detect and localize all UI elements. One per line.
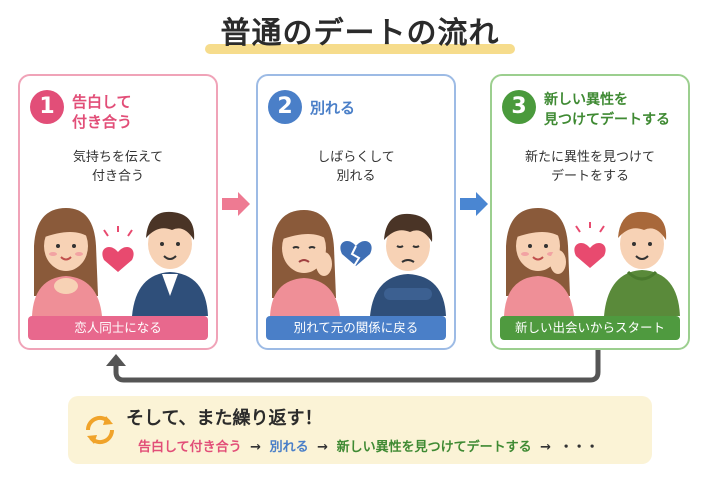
- sequence-arrow: →: [250, 440, 262, 455]
- step-description-line: 付き合う: [91, 169, 144, 184]
- heart-icon: [574, 242, 606, 268]
- step-number-badge: 2: [268, 90, 302, 124]
- step-result-label: 新しい出会いからスタート: [500, 316, 680, 340]
- step-heading: 新しい異性を 見つけてデートする: [544, 90, 686, 130]
- step-description-line: デートをする: [550, 169, 629, 184]
- new-couple-illustration: [504, 208, 680, 316]
- step-number-badge: 1: [30, 90, 64, 124]
- step-heading-line: 付き合う: [72, 113, 133, 131]
- loop-back-arrow-icon: [106, 350, 601, 383]
- step-heading-line: 告白して: [72, 93, 132, 111]
- step-heading-line: 別れる: [310, 99, 356, 117]
- step-result-label: 恋人同士になる: [28, 316, 208, 340]
- step-description-line: 新たに異性を見つけて: [524, 150, 655, 165]
- step-card-3: 3 新しい異性を 見つけてデートする 新たに異性を見つけて デートをする 新しい…: [490, 74, 690, 350]
- step-description: 新たに異性を見つけて デートをする: [492, 148, 688, 186]
- breakup-illustration: [270, 210, 446, 316]
- step-heading: 告白して 付き合う: [72, 92, 214, 132]
- sequence-arrow: →: [540, 440, 552, 455]
- heart-icon: [102, 246, 134, 272]
- sequence-step-1: 告白して付き合う: [138, 440, 242, 455]
- step-heading-line: 見つけてデートする: [544, 112, 670, 128]
- cycle-icon: [85, 415, 115, 445]
- step-description-line: 気持ちを伝えて: [72, 150, 164, 165]
- repeat-summary-box: そして、また繰り返す！ 告白して付き合う → 別れる → 新しい異性を見つけてデ…: [68, 396, 652, 464]
- repeat-sequence: 告白して付き合う → 別れる → 新しい異性を見つけてデートする → ・・・: [138, 436, 599, 455]
- arrow-right-icon: [460, 192, 488, 216]
- step-description-line: しばらくして: [317, 150, 395, 165]
- step-result-label: 別れて元の関係に戻る: [266, 316, 446, 340]
- step-description: しばらくして 別れる: [258, 148, 454, 186]
- step-heading: 別れる: [310, 98, 452, 118]
- step-card-2: 2 別れる しばらくして 別れる 別れて元の関係に戻る: [256, 74, 456, 350]
- sequence-ellipsis: ・・・: [559, 440, 599, 455]
- page-title: 普通のデートの流れ: [220, 16, 500, 51]
- step-description: 気持ちを伝えて 付き合う: [20, 148, 216, 186]
- couple-in-love-illustration: [32, 208, 208, 316]
- sequence-step-3: 新しい異性を見つけてデートする: [336, 440, 532, 455]
- step-number-badge: 3: [502, 90, 536, 124]
- arrow-right-icon: [222, 192, 250, 216]
- sequence-arrow: →: [317, 440, 329, 455]
- step-card-1: 1 告白して 付き合う 気持ちを伝えて 付き合う 恋人同士になる: [18, 74, 218, 350]
- broken-heart-icon: [340, 240, 372, 266]
- repeat-title: そして、また繰り返す！: [126, 408, 323, 429]
- step-heading-line: 新しい異性を: [544, 92, 628, 108]
- sequence-step-2: 別れる: [269, 440, 309, 455]
- step-description-line: 別れる: [336, 169, 376, 184]
